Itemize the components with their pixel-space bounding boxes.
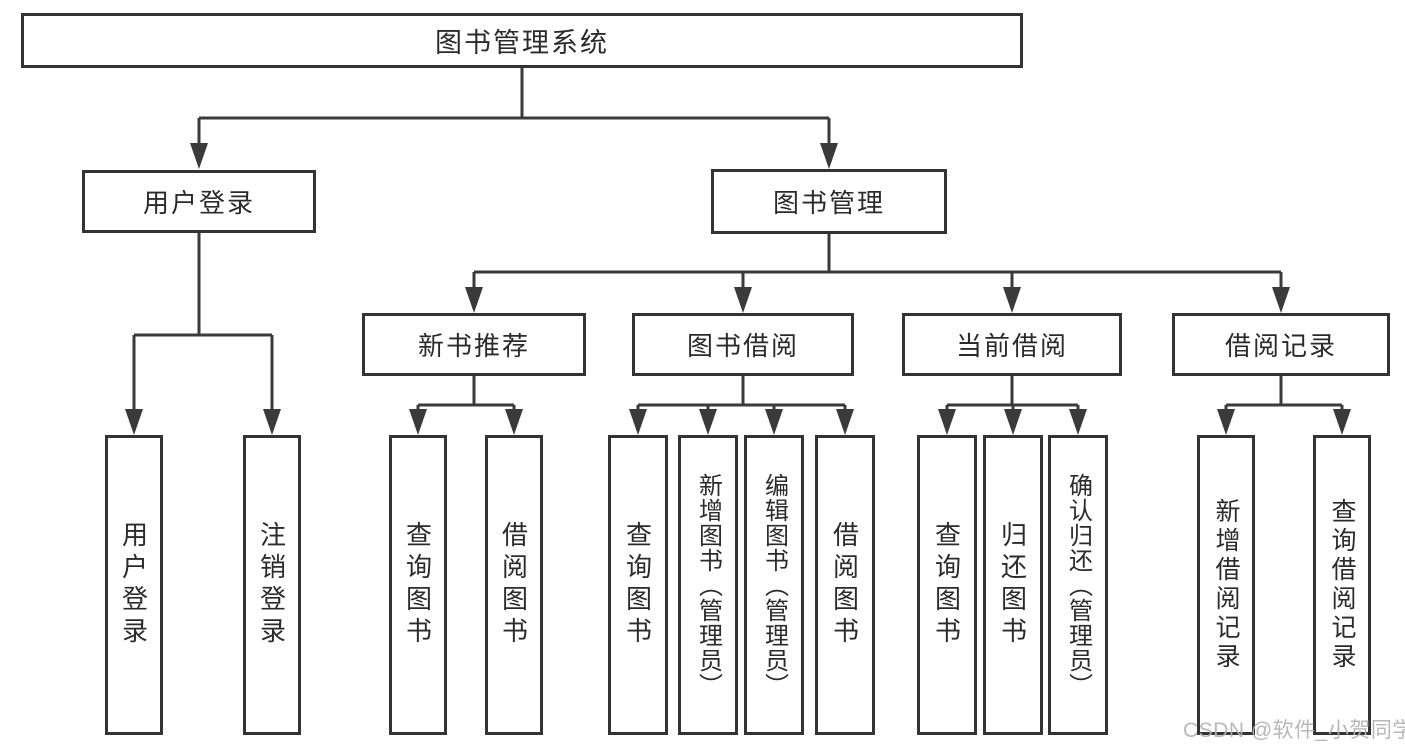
connector-new-book-to-leaves <box>409 376 523 435</box>
leaf-add-book-admin: 新增图书（管理员） <box>678 435 738 735</box>
node-new-book-recommend-label: 新书推荐 <box>417 331 530 361</box>
leaf-logout-label: 注销登录 <box>256 521 287 649</box>
connector-root-to-level2 <box>190 68 838 169</box>
node-current-borrowing-label: 当前借阅 <box>955 331 1068 361</box>
node-borrowing-records: 借阅记录 <box>1172 313 1390 376</box>
node-book-management: 图书管理 <box>711 169 947 234</box>
leaf-confirm-return-admin: 确认归还（管理员） <box>1048 435 1108 735</box>
node-library-system: 图书管理系统 <box>21 13 1023 68</box>
connector-book-management-to-level3 <box>465 234 1290 313</box>
node-library-system-label: 图书管理系统 <box>435 28 609 58</box>
leaf-borrow-books-borrow-label: 借阅图书 <box>829 521 860 649</box>
leaf-query-books-recommend-label: 查询图书 <box>402 521 433 649</box>
leaf-add-borrow-record-label: 新增借阅记录 <box>1212 498 1240 672</box>
node-current-borrowing: 当前借阅 <box>902 313 1122 376</box>
node-new-book-recommend: 新书推荐 <box>362 313 586 376</box>
leaf-borrow-books-recommend-label: 借阅图书 <box>498 521 529 649</box>
leaf-query-books-borrow-label: 查询图书 <box>622 521 653 649</box>
leaf-query-books-borrow: 查询图书 <box>608 435 668 735</box>
leaf-query-books-current-label: 查询图书 <box>931 521 962 649</box>
leaf-query-books-recommend: 查询图书 <box>389 435 447 735</box>
connector-user-login-to-leaves <box>125 233 281 435</box>
leaf-user-login: 用户登录 <box>105 435 163 735</box>
leaf-return-books-label: 归还图书 <box>997 521 1028 649</box>
csdn-watermark: CSDN @软件_小贺同学 <box>1183 719 1405 742</box>
node-book-borrowing-label: 图书借阅 <box>686 331 799 361</box>
node-book-borrowing: 图书借阅 <box>632 313 854 376</box>
node-book-management-label: 图书管理 <box>772 188 885 218</box>
node-user-login: 用户登录 <box>82 170 316 233</box>
connector-borrowing-records-to-leaves <box>1217 376 1351 435</box>
leaf-edit-book-admin: 编辑图书（管理员） <box>744 435 804 735</box>
node-borrowing-records-label: 借阅记录 <box>1224 331 1337 361</box>
leaf-borrow-books-borrow: 借阅图书 <box>815 435 875 735</box>
connector-current-borrowing-to-leaves <box>938 376 1087 435</box>
leaf-add-book-admin-label: 新增图书（管理员） <box>694 472 722 698</box>
leaf-borrow-books-recommend: 借阅图书 <box>485 435 543 735</box>
node-user-login-label: 用户登录 <box>142 188 255 218</box>
leaf-return-books: 归还图书 <box>983 435 1043 735</box>
leaf-confirm-return-admin-label: 确认归还（管理员） <box>1064 472 1092 698</box>
leaf-add-borrow-record: 新增借阅记录 <box>1197 435 1255 735</box>
leaf-logout: 注销登录 <box>243 435 301 735</box>
connector-book-borrowing-to-leaves <box>629 376 854 435</box>
leaf-query-borrow-record-label: 查询借阅记录 <box>1328 498 1356 672</box>
leaf-edit-book-admin-label: 编辑图书（管理员） <box>760 472 788 698</box>
leaf-query-books-current: 查询图书 <box>917 435 977 735</box>
leaf-user-login-label: 用户登录 <box>118 521 149 649</box>
leaf-query-borrow-record: 查询借阅记录 <box>1313 435 1371 735</box>
